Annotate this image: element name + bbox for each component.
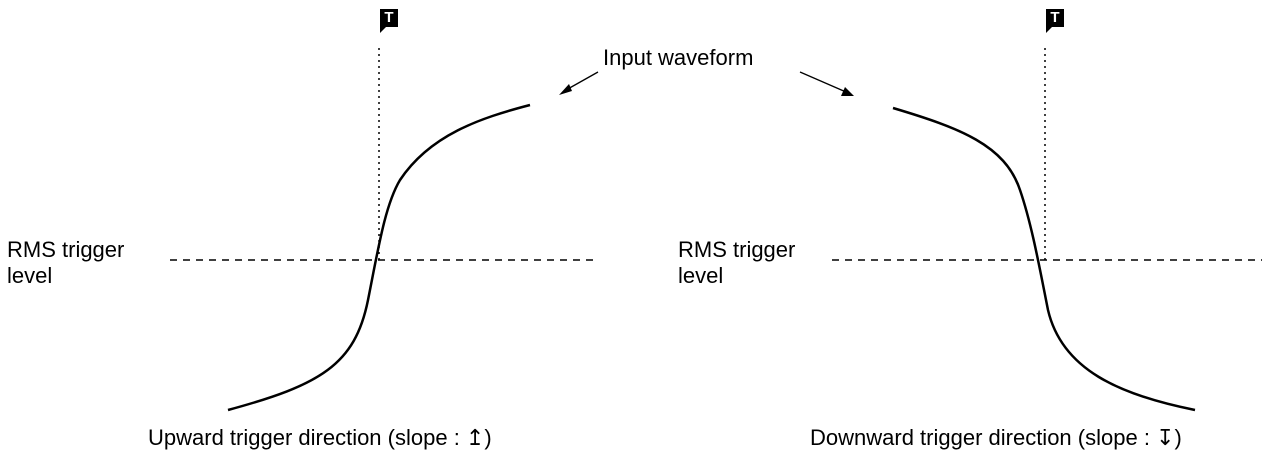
arrow-to-right-waveform	[799, 71, 847, 93]
input-waveform-label: Input waveform	[603, 45, 754, 70]
arrow-to-left-waveform	[565, 71, 599, 91]
right-level-label-line1: RMS trigger	[678, 237, 796, 262]
right-trigger-marker-icon: T	[1046, 9, 1064, 33]
right-downward-waveform	[892, 106, 1196, 412]
left-caption: Upward trigger direction (slope : ↥)	[148, 425, 492, 450]
left-upward-waveform	[227, 103, 531, 412]
right-caption: Downward trigger direction (slope : ↧)	[810, 425, 1182, 450]
left-level-label-line1: RMS trigger	[7, 237, 125, 262]
arrowhead-right	[841, 87, 854, 96]
arrowhead-left	[559, 84, 572, 95]
left-trigger-marker-icon: T	[380, 9, 398, 33]
right-level-label-line2: level	[678, 263, 724, 288]
left-level-label-line2: level	[7, 263, 53, 288]
